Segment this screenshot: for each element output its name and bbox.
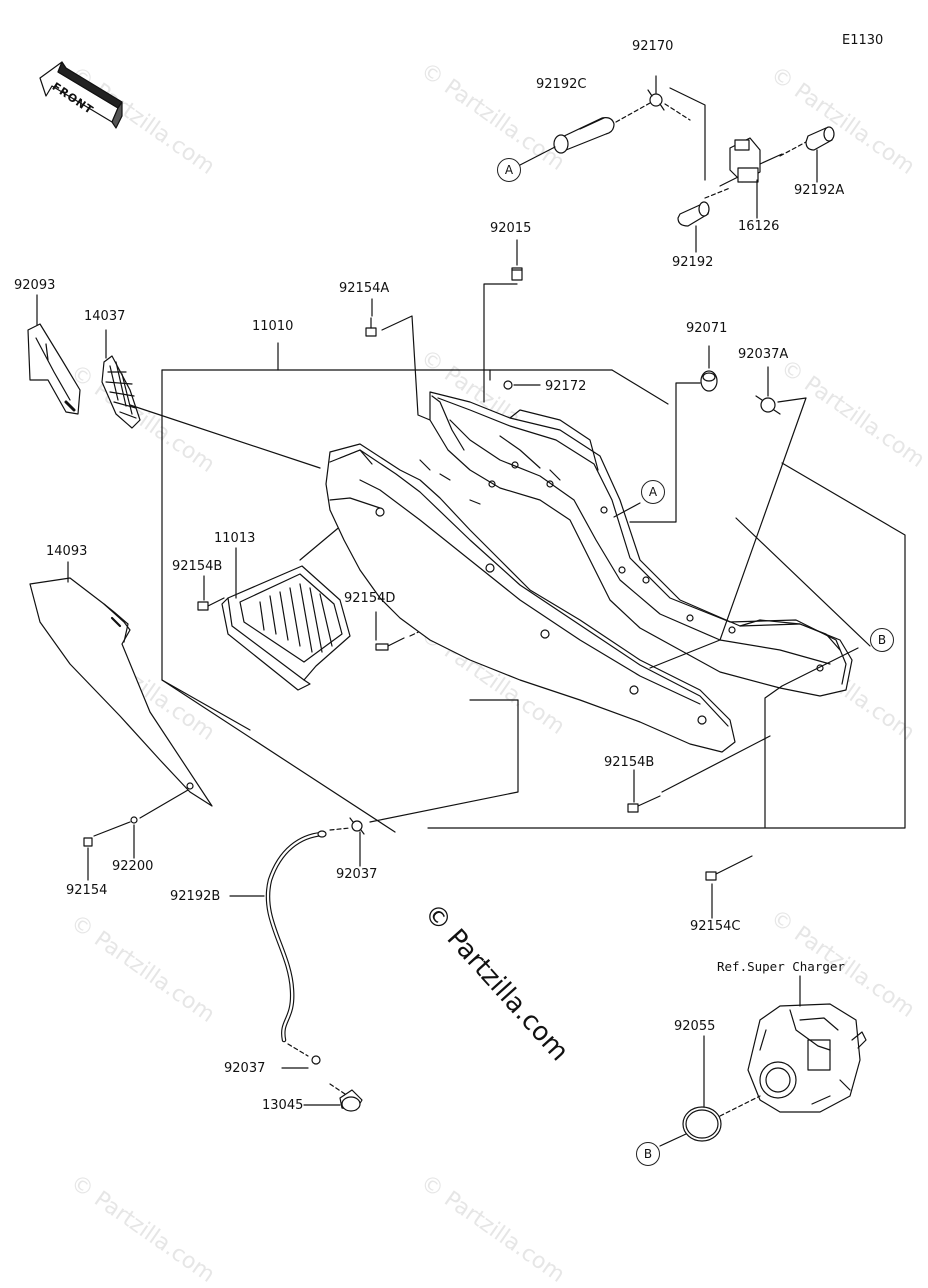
hose-92192 <box>677 201 710 227</box>
part-label-92192B[interactable]: 92192B <box>170 889 221 904</box>
screw-92154 <box>83 837 93 847</box>
part-label-92154A[interactable]: 92154A <box>339 281 390 296</box>
part-label-92055[interactable]: 92055 <box>674 1019 716 1034</box>
part-label-92200[interactable]: 92200 <box>112 859 154 874</box>
clamp-92037-low <box>311 1055 321 1065</box>
hose-92192A <box>805 126 835 151</box>
part-label-92192C[interactable]: 92192C <box>536 77 587 92</box>
ref-super-charger-label: Ref.Super Charger <box>717 959 845 974</box>
part-label-92170[interactable]: 92170 <box>632 39 674 54</box>
part-label-14037[interactable]: 14037 <box>84 309 126 324</box>
filter-11013 <box>221 565 351 691</box>
part-label-13045[interactable]: 13045 <box>262 1098 304 1113</box>
screw-92154B-right <box>627 795 661 813</box>
part-label-92192[interactable]: 92192 <box>672 255 714 270</box>
part-label-92192A[interactable]: 92192A <box>794 183 845 198</box>
part-label-11010[interactable]: 11010 <box>252 319 294 334</box>
clamp-92037-mid <box>349 817 365 835</box>
screw-92154D <box>375 637 405 651</box>
bolt-92015 <box>511 267 523 281</box>
part-label-92015[interactable]: 92015 <box>490 221 532 236</box>
part-label-14093[interactable]: 14093 <box>46 544 88 559</box>
clamp-92037A <box>755 395 781 415</box>
callout-a-duct: A <box>641 480 665 504</box>
part-label-92154D[interactable]: 92154D <box>344 591 396 606</box>
part-label-92172[interactable]: 92172 <box>545 379 587 394</box>
part-label-92154C[interactable]: 92154C <box>690 919 741 934</box>
bracket-92093 <box>27 323 81 415</box>
air-duct-11010 <box>325 443 736 753</box>
part-label-16126[interactable]: 16126 <box>738 219 780 234</box>
callout-a-top: A <box>497 158 521 182</box>
screw-92172 <box>503 380 513 390</box>
cover-14093 <box>29 577 213 807</box>
part-label-92037A[interactable]: 92037A <box>738 347 789 362</box>
clamp-92170 <box>647 89 665 111</box>
washer-92200 <box>130 816 138 824</box>
callout-b-duct: B <box>870 628 894 652</box>
part-label-92071[interactable]: 92071 <box>686 321 728 336</box>
part-label-92037-mid[interactable]: 92037 <box>336 867 378 882</box>
part-label-92037-low[interactable]: 92037 <box>224 1061 266 1076</box>
part-label-92154B-right[interactable]: 92154B <box>604 755 655 770</box>
hose-92192B <box>265 830 327 1043</box>
part-label-92093[interactable]: 92093 <box>14 278 56 293</box>
air-duct-upper <box>429 391 853 697</box>
o-ring-92055 <box>682 1106 722 1142</box>
screw-92154B-left <box>197 597 225 611</box>
part-label-92154[interactable]: 92154 <box>66 883 108 898</box>
joint-16126 <box>719 137 783 187</box>
mesh-14037 <box>101 355 141 429</box>
hose-92192C <box>553 117 615 154</box>
diagram-drawing <box>27 61 906 1147</box>
part-label-11013[interactable]: 11013 <box>214 531 256 546</box>
callout-b-oring: B <box>636 1142 660 1166</box>
cap-13045 <box>329 1083 363 1112</box>
grommet-92071 <box>700 370 718 392</box>
supercharger-ref <box>747 1003 867 1113</box>
diagram-id: E1130 <box>842 33 884 48</box>
parts-diagram: © Partzilla.com © Partzilla.com © Partzi… <box>14 33 928 1288</box>
front-arrow-icon <box>39 61 123 129</box>
part-label-92154B-left[interactable]: 92154B <box>172 559 223 574</box>
screw-92154A <box>365 317 377 337</box>
screw-92154C <box>705 855 753 881</box>
